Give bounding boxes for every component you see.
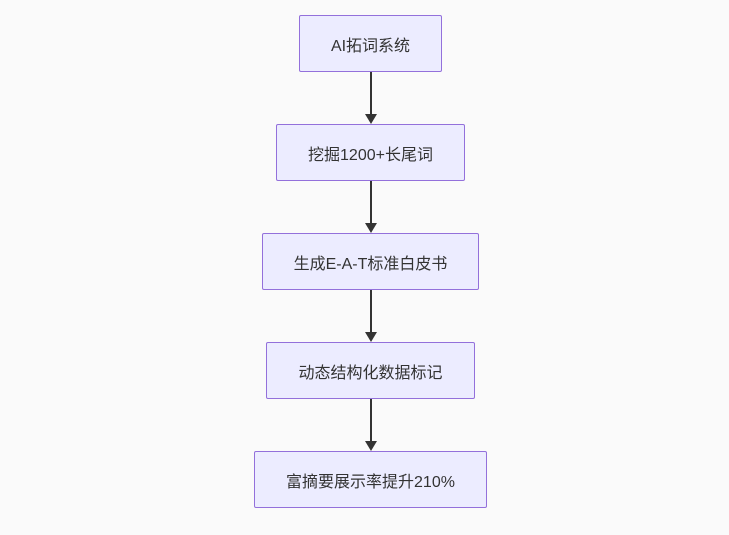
flow-arrow-2 (364, 181, 377, 233)
flow-node-label: 生成E-A-T标准白皮书 (293, 255, 448, 273)
flow-arrow-3 (364, 290, 377, 342)
arrow-line (369, 290, 372, 332)
flow-node-label: 挖掘1200+长尾词 (308, 146, 433, 164)
arrow-line (369, 399, 372, 441)
flow-node-eat-whitepaper: 生成E-A-T标准白皮书 (261, 233, 480, 290)
arrow-head-icon (364, 332, 377, 342)
arrow-head-icon (364, 114, 377, 124)
flow-node-label: AI拓词系统 (330, 37, 411, 55)
flow-arrow-4 (364, 399, 377, 451)
flow-node-rich-snippet-result: 富摘要展示率提升210% (254, 451, 487, 508)
flow-node-longtail-mining: 挖掘1200+长尾词 (276, 124, 465, 181)
flow-node-label: 动态结构化数据标记 (298, 364, 443, 382)
flow-arrow-1 (364, 72, 377, 124)
arrow-head-icon (364, 441, 377, 451)
flow-node-structured-data: 动态结构化数据标记 (266, 342, 475, 399)
flow-node-ai-word-system: AI拓词系统 (298, 15, 443, 72)
arrow-line (369, 72, 372, 114)
flow-node-label: 富摘要展示率提升210% (286, 473, 455, 491)
arrow-line (369, 181, 372, 223)
arrow-head-icon (364, 223, 377, 233)
